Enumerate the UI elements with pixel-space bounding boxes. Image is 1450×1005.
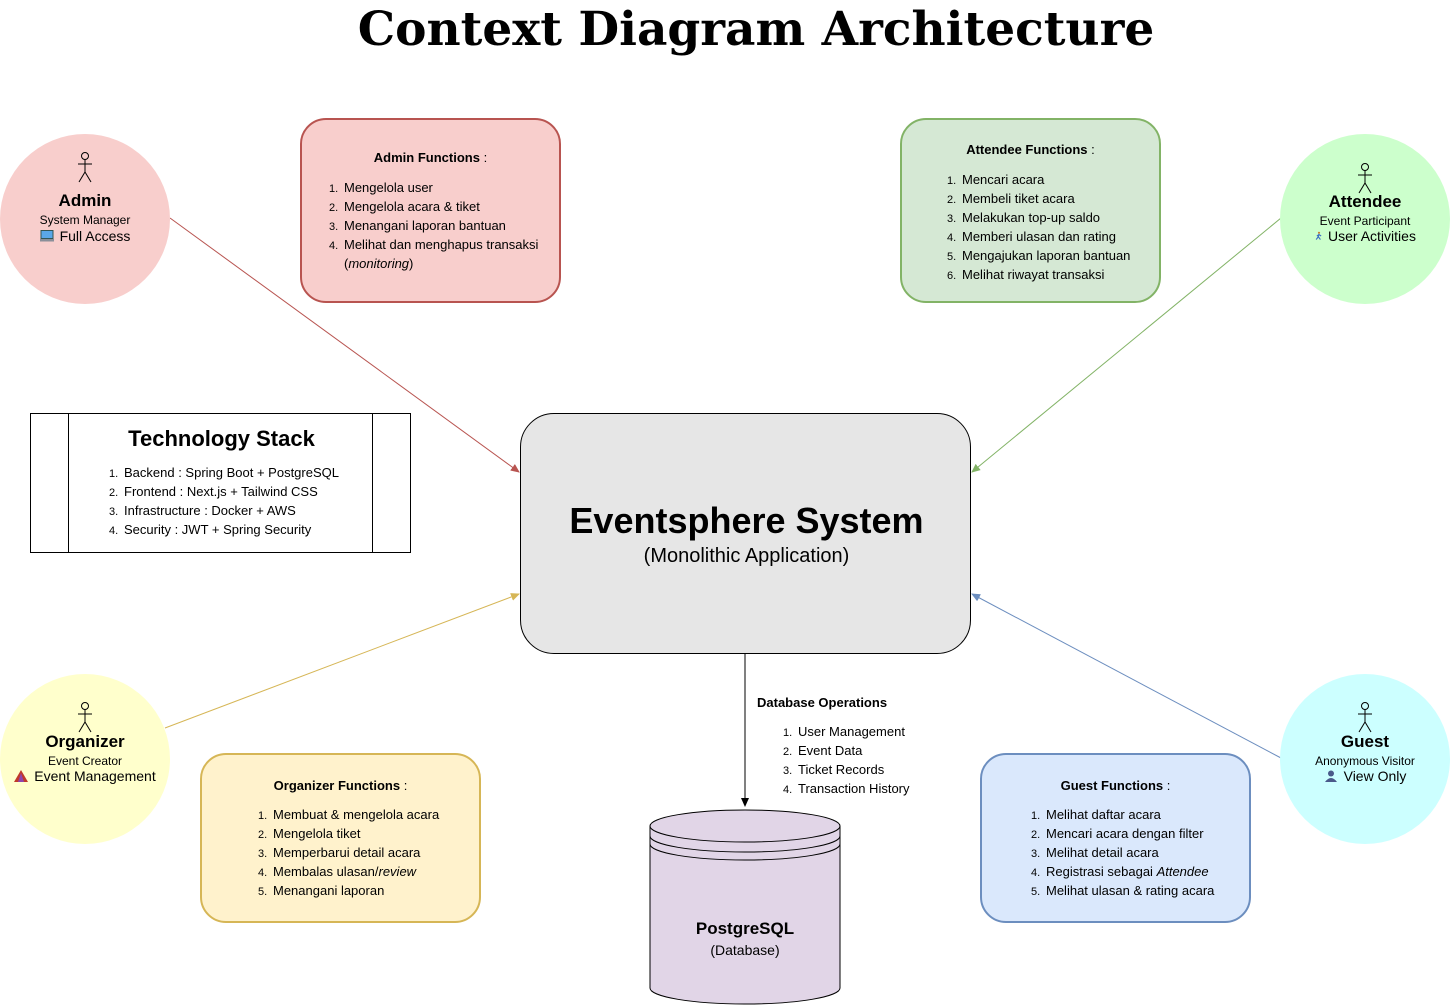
guest-functions-list: 1.Melihat daftar acara 2.Mencari acara d… xyxy=(1031,806,1214,901)
admin-role: System Manager xyxy=(39,213,131,227)
system-name: Eventsphere System xyxy=(569,500,924,541)
list-item: 4.Transaction History xyxy=(783,781,910,796)
list-item: 5.Melihat ulasan & rating acara xyxy=(1031,883,1215,898)
database-subtitle: (Database) xyxy=(710,942,780,958)
guest-functions-box: Guest Functions : 1.Melihat daftar acara… xyxy=(980,753,1251,923)
attendee-functions-box: Attendee Functions : 1.Mencari acara 2.M… xyxy=(900,118,1161,303)
list-item: 4.Membalas ulasan/review xyxy=(258,864,417,879)
technology-stack-heading: Technology Stack xyxy=(128,426,315,451)
eventsphere-system-box: Eventsphere System (Monolithic Applicati… xyxy=(520,413,971,654)
list-item: 4.Security : JWT + Spring Security xyxy=(109,522,312,537)
admin-figure-icon xyxy=(78,152,92,183)
technology-stack-box: Technology Stack 1.Backend : Spring Boot… xyxy=(30,413,411,553)
list-item: 2.Mengelola tiket xyxy=(258,826,361,841)
attendee-figure-icon xyxy=(1358,163,1372,194)
list-item: 3.Menangani laporan bantuan xyxy=(329,218,506,233)
list-item: 2.Mencari acara dengan filter xyxy=(1031,826,1204,841)
attendee-name: Attendee xyxy=(1328,192,1402,211)
attendee-functions-list: 1.Mencari acara 2.Membeli tiket acara 3.… xyxy=(947,171,1130,285)
list-item: 4.Melihat dan menghapus transaksi xyxy=(329,237,539,252)
person-walking-icon xyxy=(1315,231,1322,240)
admin-actor: Admin System Manager Full Access xyxy=(0,134,170,304)
database-operations-heading: Database Operations xyxy=(757,695,888,710)
computer-icon xyxy=(39,230,54,242)
system-subtitle: (Monolithic Application) xyxy=(643,545,850,567)
guest-access: View Only xyxy=(1280,768,1450,784)
admin-functions-heading: Admin Functions : xyxy=(373,150,488,165)
list-item: 2.Frontend : Next.js + Tailwind CSS xyxy=(109,484,318,499)
organizer-access: Event Management xyxy=(0,768,170,784)
attendee-actor: Attendee Event Participant User Activiti… xyxy=(1280,134,1450,304)
guest-name: Guest xyxy=(1340,732,1390,751)
guest-access-label: View Only xyxy=(1343,768,1407,784)
divider xyxy=(372,414,373,552)
database-operations: Database Operations 1.User Management 2.… xyxy=(757,695,957,796)
list-item-continuation: (monitoring) xyxy=(344,256,414,271)
list-item: 1.Mencari acara xyxy=(947,172,1045,187)
attendee-arrow xyxy=(971,217,1282,473)
list-item: 3.Ticket Records xyxy=(783,762,885,777)
divider xyxy=(68,414,69,552)
organizer-functions-box: Organizer Functions : 1.Membuat & mengel… xyxy=(200,753,481,923)
admin-name: Admin xyxy=(58,191,112,210)
organizer-functions-list: 1.Membuat & mengelola acara 2.Mengelola … xyxy=(258,806,439,901)
list-item: 3.Memperbarui detail acara xyxy=(258,845,421,860)
guest-figure-icon xyxy=(1358,702,1372,733)
list-item: 1.Mengelola user xyxy=(329,180,433,195)
list-item: 3.Melihat detail acara xyxy=(1031,845,1159,860)
organizer-name: Organizer xyxy=(45,732,125,751)
list-item: 4.Memberi ulasan dan rating xyxy=(947,229,1116,244)
list-item: 3.Infrastructure : Docker + AWS xyxy=(109,503,296,518)
guest-actor: Guest Anonymous Visitor View Only xyxy=(1280,674,1450,844)
list-item: 2.Event Data xyxy=(783,743,863,758)
admin-arrow xyxy=(169,217,520,473)
list-item: 2.Mengelola acara & tiket xyxy=(329,199,480,214)
list-item: 1.Membuat & mengelola acara xyxy=(258,807,440,822)
database-operations-list: 1.User Management 2.Event Data 3.Ticket … xyxy=(783,723,910,799)
attendee-functions-heading: Attendee Functions : xyxy=(966,142,1095,157)
technology-stack-list: 1.Backend : Spring Boot + PostgreSQL 2.F… xyxy=(109,464,339,540)
list-item: 4.Registrasi sebagai Attendee xyxy=(1031,864,1209,879)
tent-icon xyxy=(14,770,29,782)
list-item: 1.Backend : Spring Boot + PostgreSQL xyxy=(109,465,339,480)
diagram-title: Context Diagram Architecture xyxy=(357,2,1155,57)
list-item: 2.Membeli tiket acara xyxy=(947,191,1075,206)
list-item: 5.Menangani laporan xyxy=(258,883,385,898)
list-item: 1.User Management xyxy=(783,724,905,739)
organizer-arrow xyxy=(164,593,520,729)
attendee-access-label: User Activities xyxy=(1328,228,1416,244)
database-cylinder xyxy=(649,809,841,1005)
guest-functions-heading: Guest Functions : xyxy=(1060,778,1171,793)
list-item: 6.Melihat riwayat transaksi xyxy=(947,267,1105,282)
organizer-actor: Organizer Event Creator Event Management xyxy=(0,674,170,844)
guest-role: Anonymous Visitor xyxy=(1315,754,1415,768)
user-silhouette-icon xyxy=(1324,770,1337,782)
admin-functions-list: 1.Mengelola user 2.Mengelola acara & tik… xyxy=(329,179,538,272)
attendee-role: Event Participant xyxy=(1319,214,1411,228)
admin-access-label: Full Access xyxy=(59,228,131,244)
admin-access: Full Access xyxy=(0,228,170,244)
organizer-figure-icon xyxy=(78,702,92,733)
organizer-functions-heading: Organizer Functions : xyxy=(273,778,408,793)
list-item: 5.Mengajukan laporan bantuan xyxy=(947,248,1131,263)
database-name: PostgreSQL xyxy=(695,919,795,938)
attendee-access: User Activities xyxy=(1280,228,1450,244)
list-item: 1.Melihat daftar acara xyxy=(1031,807,1161,822)
guest-arrow xyxy=(971,593,1282,759)
organizer-role: Event Creator xyxy=(47,754,123,768)
list-item: 3.Melakukan top-up saldo xyxy=(947,210,1101,225)
organizer-access-label: Event Management xyxy=(34,768,156,784)
admin-functions-box: Admin Functions : 1.Mengelola user 2.Men… xyxy=(300,118,561,303)
